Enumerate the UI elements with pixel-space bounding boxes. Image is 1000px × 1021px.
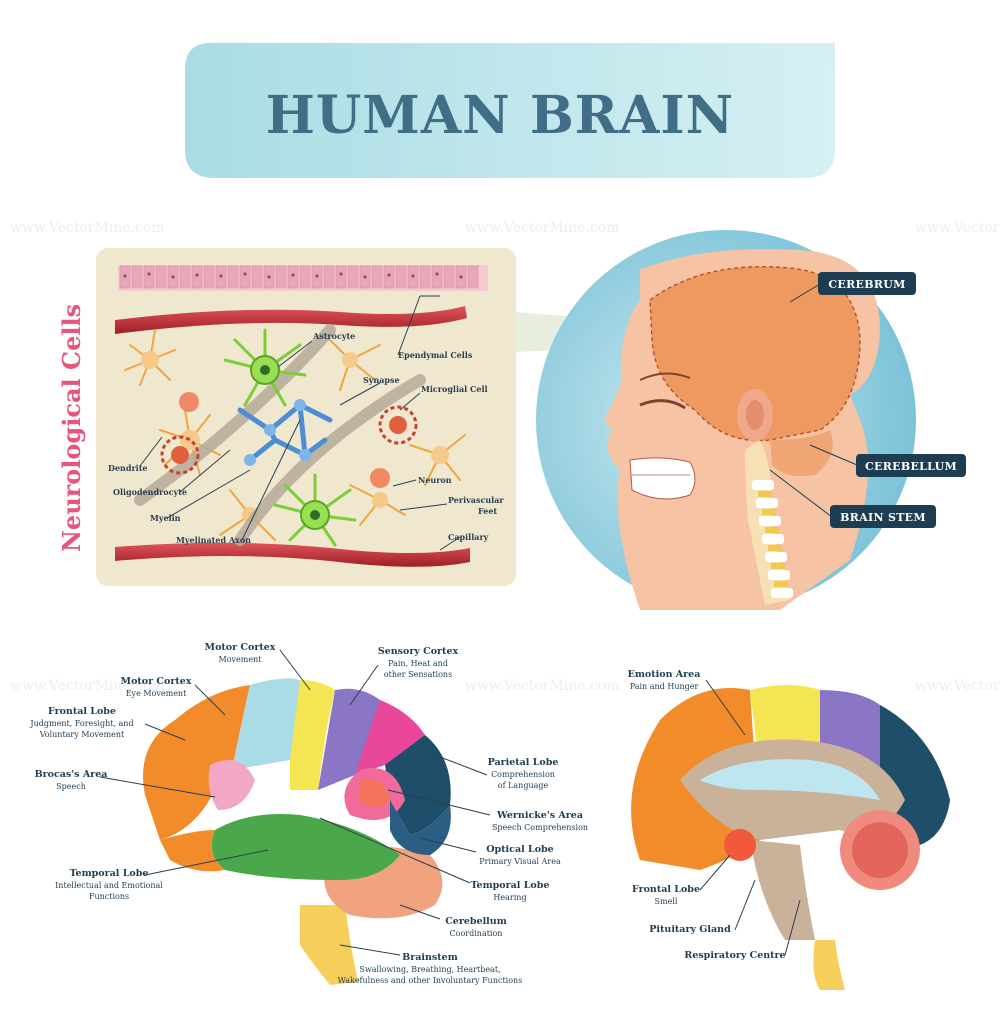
head-illustration xyxy=(536,230,916,610)
svg-text:Swallowing, Breathing, Heartbe: Swallowing, Breathing, Heartbeat, xyxy=(359,965,500,974)
sagittal-brain-labels xyxy=(699,679,801,956)
svg-text:Hearing: Hearing xyxy=(493,893,526,902)
svg-text:Pituitary Gland: Pituitary Gland xyxy=(649,924,731,935)
svg-text:Sensory Cortex: Sensory Cortex xyxy=(378,646,459,657)
label-myelin: Myelin xyxy=(150,513,181,523)
badge-cerebellum: CEREBELLUM xyxy=(809,444,966,477)
svg-text:Functions: Functions xyxy=(89,892,129,901)
svg-text:Movement: Movement xyxy=(219,655,263,664)
ependymal-cell-row xyxy=(118,265,488,291)
svg-text:Temporal Lobe: Temporal Lobe xyxy=(471,880,550,891)
svg-text:www.VectorMine.com: www.VectorMine.com xyxy=(465,678,620,694)
svg-text:CEREBELLUM: CEREBELLUM xyxy=(865,460,957,473)
svg-text:Temporal Lobe: Temporal Lobe xyxy=(70,868,149,879)
svg-text:Brocas's Area: Brocas's Area xyxy=(35,769,108,780)
badge-brain-stem: BRAIN STEM xyxy=(769,469,936,528)
lateral-brain xyxy=(143,678,451,985)
myelinated-axon-network xyxy=(237,402,333,463)
svg-text:Optical Lobe: Optical Lobe xyxy=(486,844,553,855)
label-astrocyte: Astrocyte xyxy=(312,331,355,341)
neuron-top xyxy=(223,328,307,407)
label-neuron: Neuron xyxy=(418,475,452,485)
spine xyxy=(752,480,793,598)
svg-text:Parietal Lobe: Parietal Lobe xyxy=(488,757,559,768)
lateral-brain-labels xyxy=(99,649,491,956)
svg-text:Voluntary Movement: Voluntary Movement xyxy=(39,730,125,739)
label-perivascular: Perivascular xyxy=(448,495,504,505)
cerebrum-shape xyxy=(650,266,860,441)
svg-text:Coordination: Coordination xyxy=(450,929,503,938)
label-perivascular-feet: Feet xyxy=(478,506,497,516)
svg-text:BRAIN STEM: BRAIN STEM xyxy=(840,511,926,524)
svg-text:www.VectorMine.com: www.VectorMine.com xyxy=(465,220,620,236)
title-banner: HUMAN BRAIN xyxy=(185,43,835,178)
svg-text:Cerebellum: Cerebellum xyxy=(445,916,507,927)
svg-text:Comprehension: Comprehension xyxy=(491,770,555,779)
svg-text:Eye Movement: Eye Movement xyxy=(126,689,187,698)
watermarks: www.VectorMine.com www.VectorMine.com ww… xyxy=(10,220,1000,694)
neuron-bottom xyxy=(273,473,357,547)
svg-text:Primary Visual Area: Primary Visual Area xyxy=(479,857,561,866)
svg-text:Emotion Area: Emotion Area xyxy=(628,669,701,680)
svg-text:Motor Cortex: Motor Cortex xyxy=(121,676,192,687)
svg-text:Frontal Lobe: Frontal Lobe xyxy=(48,706,116,717)
capillary-bottom xyxy=(115,542,470,567)
page-title: HUMAN BRAIN xyxy=(266,85,734,146)
svg-text:CEREBRUM: CEREBRUM xyxy=(828,278,905,291)
svg-text:Judgment, Foresight, and: Judgment, Foresight, and xyxy=(29,719,133,728)
capillary-top xyxy=(115,306,467,334)
label-capillary: Capillary xyxy=(448,532,489,542)
label-synapse: Synapse xyxy=(363,375,400,385)
svg-text:Respiratory Centre: Respiratory Centre xyxy=(684,950,785,961)
svg-text:www.VectorMine.com: www.VectorMine.com xyxy=(915,678,1000,694)
svg-text:Pain, Heat and: Pain, Heat and xyxy=(388,659,448,668)
svg-text:Wakefulness and other Involunt: Wakefulness and other Involuntary Functi… xyxy=(338,976,523,985)
label-myelinated-axon: Myelinated Axon xyxy=(176,535,251,545)
svg-text:www.VectorMine.com: www.VectorMine.com xyxy=(10,220,165,236)
svg-text:www.VectorMine.com: www.VectorMine.com xyxy=(10,678,165,694)
cerebellum-shape xyxy=(770,430,833,477)
svg-text:Wernicke's Area: Wernicke's Area xyxy=(496,810,583,821)
svg-text:Speech Comprehension: Speech Comprehension xyxy=(492,823,588,832)
svg-text:Smell: Smell xyxy=(655,897,678,906)
label-oligodendrocyte: Oligodendrocyte xyxy=(113,487,187,497)
neurological-cells-title: Neurological Cells xyxy=(57,304,86,552)
svg-text:Intellectual and Emotional: Intellectual and Emotional xyxy=(55,881,163,890)
badge-cerebrum: CEREBRUM xyxy=(789,272,916,303)
label-ependymal-cells: Ependymal Cells xyxy=(398,350,473,360)
label-dendrite: Dendrite xyxy=(108,463,147,473)
svg-text:Motor Cortex: Motor Cortex xyxy=(205,642,276,653)
sagittal-brain xyxy=(631,685,950,990)
label-microglial-cell: Microglial Cell xyxy=(421,384,488,394)
svg-text:Speech: Speech xyxy=(56,782,86,791)
microglial-cell-1 xyxy=(160,435,200,475)
svg-text:other Sensations: other Sensations xyxy=(384,670,452,679)
svg-text:Brainstem: Brainstem xyxy=(402,952,458,963)
svg-text:Frontal Lobe: Frontal Lobe xyxy=(632,884,700,895)
svg-text:of Language: of Language xyxy=(498,781,549,790)
svg-text:Pain and Hunger: Pain and Hunger xyxy=(630,682,699,691)
neurological-cells-panel: Astrocyte Ependymal Cells Synapse Microg… xyxy=(96,248,516,586)
microglial-cell-2 xyxy=(378,405,418,445)
svg-text:www.VectorMine.com: www.VectorMine.com xyxy=(915,220,1000,236)
